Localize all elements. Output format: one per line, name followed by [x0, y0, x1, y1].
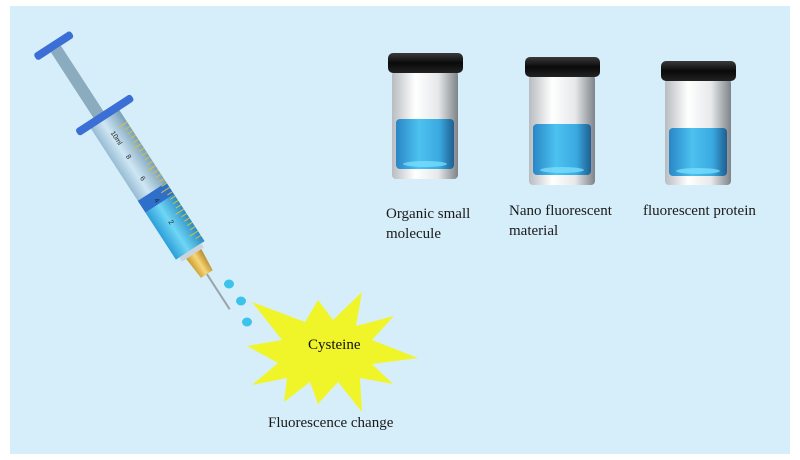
scale-tick: [158, 178, 165, 183]
droplets: [224, 279, 252, 327]
scale-tick: [118, 121, 128, 128]
barrel-tip: [179, 243, 204, 262]
scale-tick: [175, 204, 182, 209]
droplet: [224, 279, 234, 289]
scale-label-2: 2: [166, 219, 174, 226]
cysteine-burst: [247, 292, 418, 412]
vial-cap: [525, 57, 600, 77]
vial-label-line: material: [509, 223, 559, 239]
scale-tick: [133, 138, 139, 144]
scale-tick: [144, 156, 151, 161]
needle: [206, 273, 231, 310]
plunger-rod: [50, 45, 106, 122]
scale-label-6: 6: [138, 175, 146, 182]
scale-tick: [189, 230, 199, 237]
scale-tick: [167, 191, 173, 196]
vial-cap: [661, 61, 736, 81]
scale-tick: [172, 200, 179, 205]
scale-tick: [161, 182, 168, 187]
vial-liquid: [396, 119, 454, 169]
scale-tick: [155, 173, 162, 178]
droplet: [236, 296, 246, 306]
scale-tick: [146, 165, 156, 172]
scale-tick: [130, 134, 136, 139]
vial-organic-small-molecule: [388, 53, 463, 179]
scale-tick: [181, 213, 187, 218]
droplet: [242, 317, 252, 327]
vial-label-organic-small-molecule: Organic small molecule: [386, 204, 536, 244]
plunger-flange: [34, 31, 74, 60]
scale-tick: [160, 186, 170, 194]
syringe: 10ml 8 6 4 2: [34, 31, 231, 310]
vial-label-nano-fluorescent-material: Nano fluorescent material: [509, 201, 659, 241]
vial-label-line: molecule: [386, 226, 441, 242]
fluorescence-change-caption: Fluorescence change: [268, 415, 394, 431]
scale-tick: [147, 160, 153, 165]
finger-flange: [76, 94, 134, 136]
scale-tick: [175, 208, 185, 216]
scale-tick: [152, 169, 159, 174]
vial-label-fluorescent-protein: fluorescent protein: [643, 201, 793, 221]
vial-liquid: [533, 124, 591, 175]
scale-tick: [124, 125, 131, 131]
vial-label-line: fluorescent protein: [643, 203, 756, 219]
vial-nano-fluorescent-material: [525, 57, 600, 185]
scale-tick: [141, 152, 148, 157]
scale-label-4: 4: [152, 197, 160, 204]
scale-tick: [189, 226, 196, 231]
syringe-scale: [118, 121, 202, 240]
vial-cap: [388, 53, 463, 73]
scale-tick: [169, 195, 176, 200]
scale-tick: [184, 217, 190, 222]
vial-label-line: Organic small: [386, 206, 471, 222]
scale-tick: [186, 221, 193, 226]
cysteine-label: Cysteine: [308, 337, 361, 353]
scale-tick: [138, 147, 145, 152]
syringe-liquid: [145, 194, 205, 260]
scale-tick: [127, 130, 134, 135]
vial-liquid: [669, 128, 727, 176]
scale-tick: [132, 143, 142, 150]
scale-label-8: 8: [124, 154, 132, 161]
needle-hub: [186, 249, 213, 278]
scale-tick: [195, 234, 202, 240]
vial-fluorescent-protein: [661, 61, 736, 185]
vial-label-line: Nano fluorescent: [509, 203, 612, 219]
